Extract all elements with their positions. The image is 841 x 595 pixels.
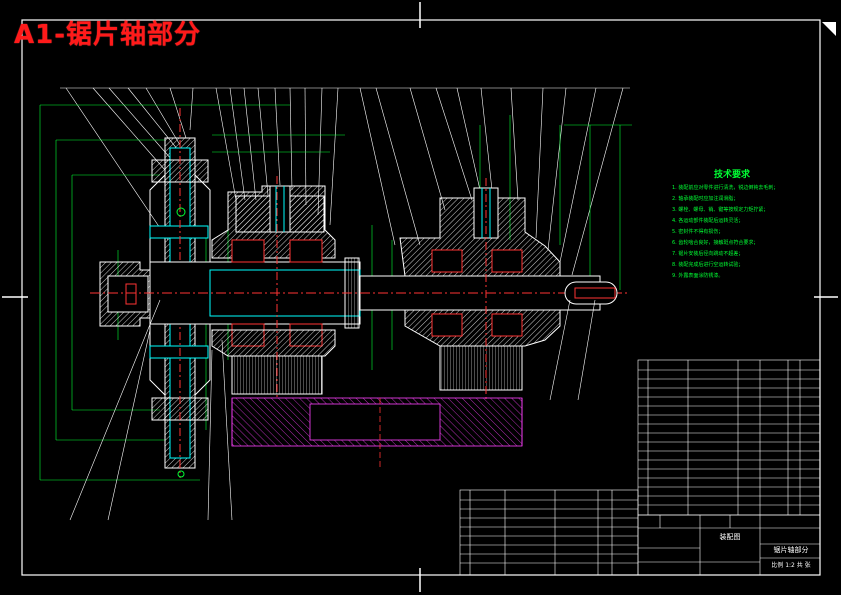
middle-gearbox — [211, 176, 336, 400]
technical-requirements: 技术要求 1. 装配前应对零件进行清洗，锐边倒钝去毛刺； 2. 轴承装配时应加注… — [672, 170, 792, 282]
leader-lines-bottom — [69, 299, 596, 521]
tech-requirement-item: 1. 装配前应对零件进行清洗，锐边倒钝去毛刺； — [672, 185, 779, 191]
tech-requirement-item: 5. 密封件不得有损伤； — [672, 229, 724, 235]
scale-text: 比例 1:2 共 张 — [771, 562, 811, 569]
parts-list-table — [637, 359, 821, 516]
main-shaft — [90, 257, 630, 329]
drawing-title: A1-锯片轴部分 — [14, 20, 202, 50]
right-gearbox — [399, 178, 618, 400]
assembly-label: 装配图 — [719, 533, 741, 541]
tech-requirement-item: 6. 齿轮啮合良好，接触斑点符合要求； — [672, 240, 759, 246]
tech-requirement-item: 4. 各运动部件装配后运转灵活； — [672, 218, 744, 224]
left-hub — [99, 261, 207, 327]
tech-requirement-item: 2. 轴承装配时应加注润滑脂； — [672, 196, 739, 202]
tech-requirement-item: 8. 装配完成后进行空运转试验； — [672, 262, 744, 268]
leader-lines-top — [65, 87, 624, 276]
tech-requirement-item: 7. 锯片安装后径向跳动不超差； — [672, 251, 744, 257]
base-frame — [231, 397, 523, 470]
part-name: 锯片轴部分 — [773, 546, 809, 554]
tech-requirement-item: 9. 外露表面涂防锈漆。 — [672, 273, 724, 279]
tech-requirements-heading: 技术要求 — [713, 170, 750, 180]
tech-requirement-item: 3. 螺栓、螺母、销、键等按规定力矩拧紧； — [672, 207, 769, 213]
standard-parts-table — [459, 489, 639, 576]
title-block — [637, 514, 821, 576]
